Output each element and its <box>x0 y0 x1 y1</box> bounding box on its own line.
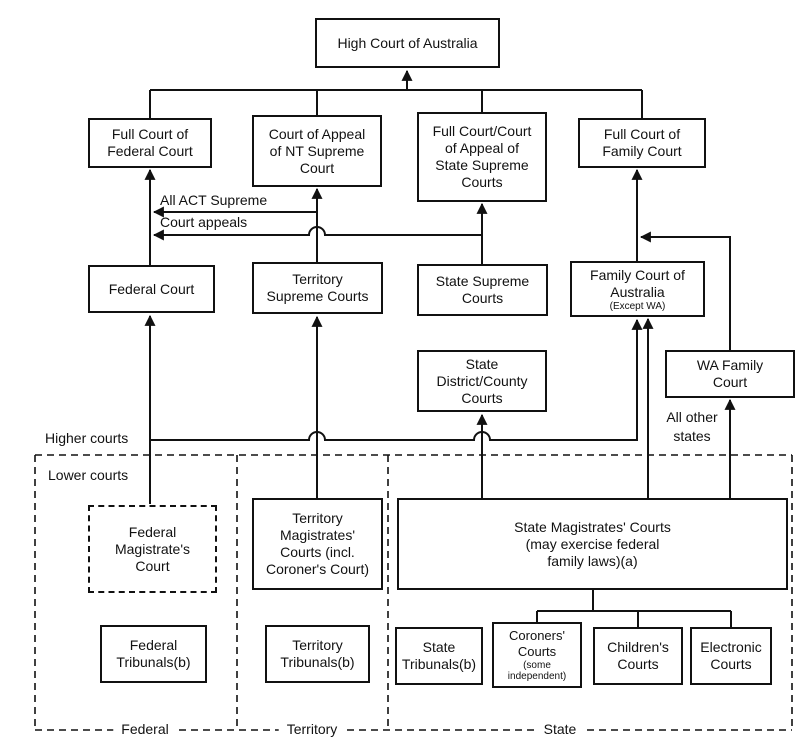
label-region-territory: Territory <box>278 721 346 738</box>
label-higher-courts: Higher courts <box>45 430 129 446</box>
box-coroners-note: (some independent) <box>507 660 567 682</box>
box-nt-court-of-appeal: Court of Appeal of NT Supreme Court <box>252 115 382 187</box>
box-electronic-courts: Electronic Courts <box>690 627 772 685</box>
box-family-court-label: Family Court of Australia <box>590 266 685 300</box>
label-all-other-states: All other states <box>666 409 718 444</box>
box-territory-magistrates-courts: Territory Magistrates' Courts (incl. Cor… <box>252 498 383 590</box>
box-state-magistrates-label: State Magistrates' Courts (may exercise … <box>514 518 671 569</box>
box-childrens-courts: Children's Courts <box>593 627 683 685</box>
box-territory-magistrates-label: Territory Magistrates' Courts (incl. Cor… <box>265 510 370 577</box>
box-wa-family-court: WA Family Court <box>665 350 795 398</box>
box-family-court-australia: Family Court of Australia (Except WA) <box>570 261 705 317</box>
box-state-tribunals-label: State Tribunals(b) <box>401 639 477 672</box>
box-coroners-courts: Coroners' Courts (some independent) <box>492 622 582 688</box>
box-full-court-federal-label: Full Court of Federal Court <box>107 126 193 159</box>
box-state-district-label: State District/County Courts <box>436 355 528 406</box>
box-territory-tribunals: Territory Tribunals(b) <box>265 625 370 683</box>
box-family-court-note: (Except WA) <box>609 300 666 312</box>
box-state-tribunals: State Tribunals(b) <box>395 627 483 685</box>
box-federal-court: Federal Court <box>88 265 215 313</box>
box-state-supreme-label: State Supreme Courts <box>435 273 530 306</box>
arrow-wa-to-full-family <box>639 231 731 350</box>
box-childrens-label: Children's Courts <box>607 639 669 672</box>
state-magistrates-subtree-lines <box>536 590 732 627</box>
box-federal-tribunals: Federal Tribunals(b) <box>100 625 207 683</box>
label-region-federal: Federal <box>113 721 177 738</box>
box-coroners-label: Coroners' Courts <box>509 628 565 659</box>
box-territory-supreme-courts: Territory Supreme Courts <box>252 262 383 314</box>
arrow-fed-mag-to-family-court <box>150 318 643 441</box>
box-territory-tribunals-label: Territory Tribunals(b) <box>280 637 355 670</box>
box-full-court-family-label: Full Court of Family Court <box>602 126 682 159</box>
box-territory-supreme-label: Territory Supreme Courts <box>266 271 369 304</box>
box-state-district-county-courts: State District/County Courts <box>417 350 547 412</box>
box-federal-tribunals-label: Federal Tribunals(b) <box>116 637 191 670</box>
box-state-court-of-appeal-label: Full Court/Court of Appeal of State Supr… <box>432 123 532 190</box>
box-federal-court-label: Federal Court <box>108 280 195 297</box>
box-wa-family-label: WA Family Court <box>696 357 764 390</box>
box-high-court-label: High Court of Australia <box>337 34 478 51</box>
label-lower-courts: Lower courts <box>48 467 129 483</box>
box-federal-magistrates-court: Federal Magistrate's Court <box>88 505 217 593</box>
box-nt-court-of-appeal-label: Court of Appeal of NT Supreme Court <box>268 125 366 176</box>
box-state-magistrates-courts: State Magistrates' Courts (may exercise … <box>397 498 788 590</box>
arrow-act-appeals-2 <box>152 226 482 241</box>
box-state-court-of-appeal: Full Court/Court of Appeal of State Supr… <box>417 112 547 202</box>
box-state-supreme-courts: State Supreme Courts <box>417 264 548 316</box>
box-federal-magistrates-label: Federal Magistrate's Court <box>114 523 191 574</box>
box-electronic-label: Electronic Courts <box>700 639 762 672</box>
label-act-supreme-appeals: All ACT Supreme Court appeals <box>160 192 268 230</box>
box-high-court: High Court of Australia <box>315 18 500 68</box>
box-full-court-federal: Full Court of Federal Court <box>88 118 212 168</box>
label-region-state: State <box>535 721 585 738</box>
box-full-court-family: Full Court of Family Court <box>578 118 706 168</box>
